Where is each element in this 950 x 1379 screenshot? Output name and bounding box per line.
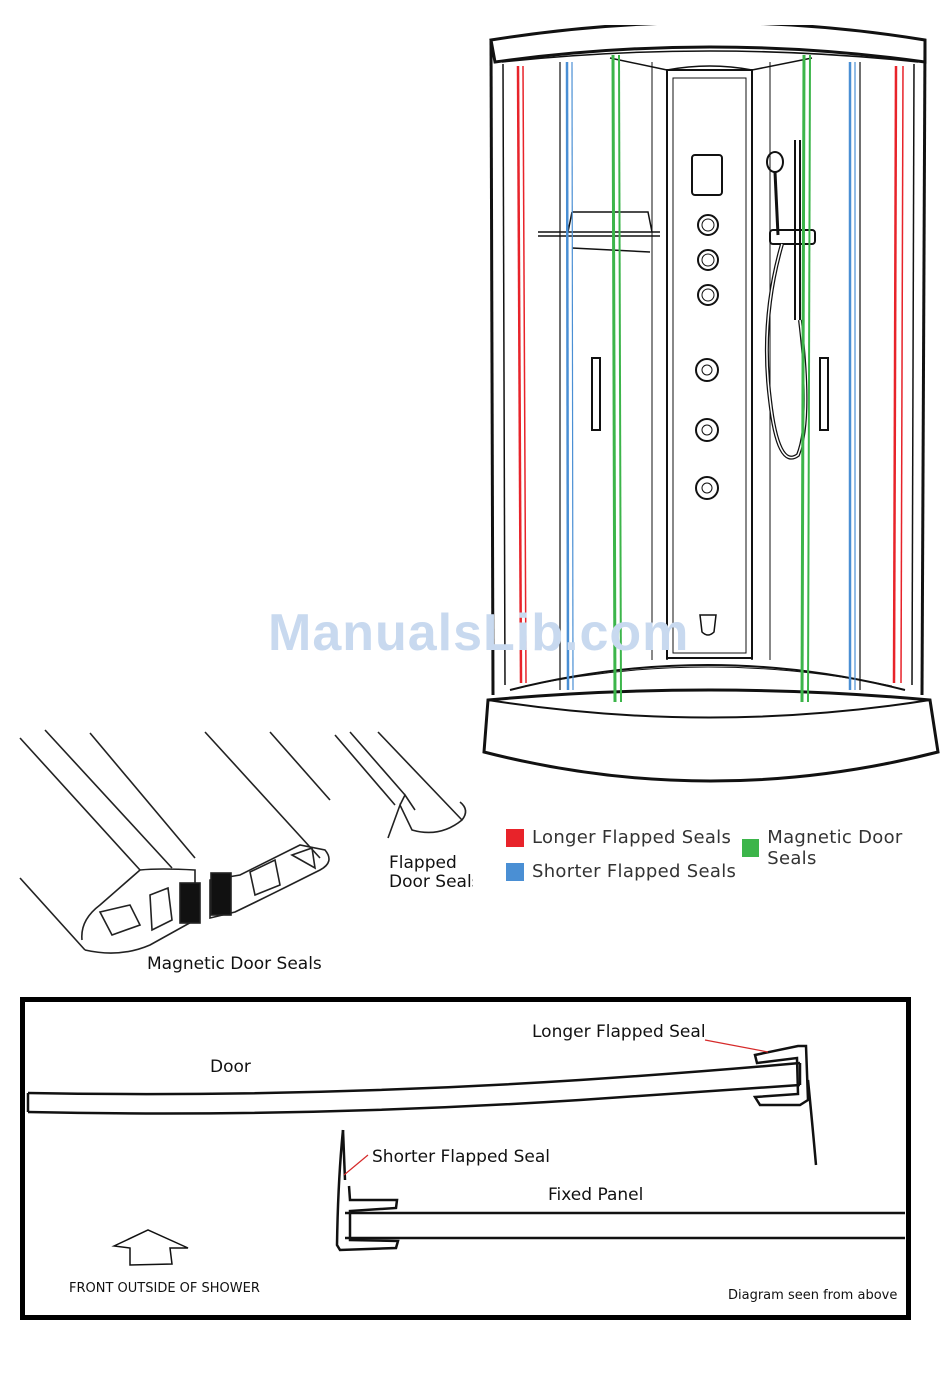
legend-swatch-red [506,829,524,847]
legend-item-magnetic: Magnetic Door Seals [742,827,950,869]
magnetic-seal-profiles [15,725,355,965]
flapped-seals-label-line2: Door Seals [389,873,473,892]
legend-label: Longer Flapped Seals [532,827,731,848]
magnetic-seals-label: Magnetic Door Seals [147,955,322,974]
flapped-seals-label-line1: Flapped [389,854,457,873]
legend-swatch-blue [506,863,524,881]
legend-swatch-green [742,839,759,857]
shower-cabin-illustration [470,25,945,805]
longer-flapped-seal-label: Longer Flapped Seal [532,1023,706,1042]
fixed-panel-label: Fixed Panel [548,1186,643,1205]
shorter-flapped-seal-label: Shorter Flapped Seal [372,1148,550,1167]
legend-label: Shorter Flapped Seals [532,861,736,882]
diagram-caption: Diagram seen from above [728,1288,897,1303]
legend-label: Magnetic Door Seals [767,827,950,869]
legend-item-shorter-flapped: Shorter Flapped Seals [506,861,736,882]
front-arrow-icon [114,1230,188,1265]
front-outside-label: FRONT OUTSIDE OF SHOWER [69,1281,260,1296]
flapped-seal-profile [330,725,475,840]
legend-item-longer-flapped: Longer Flapped Seals [506,827,731,848]
door-label: Door [210,1058,251,1077]
